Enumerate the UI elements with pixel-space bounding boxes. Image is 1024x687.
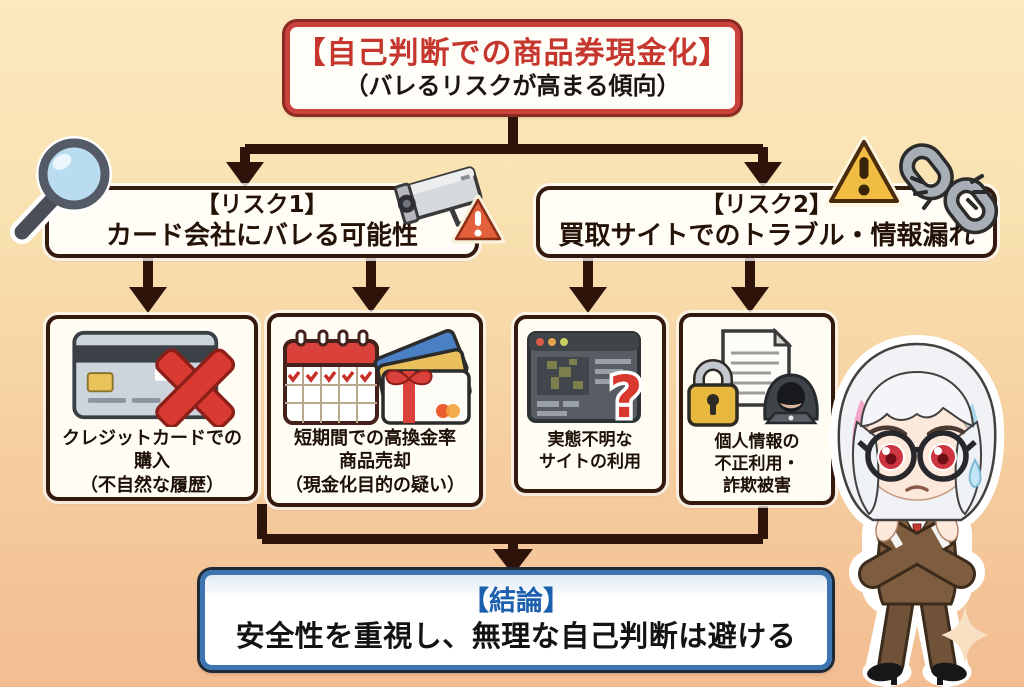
magnifying-glass-icon: [10, 136, 112, 244]
item-caption-line: 個人情報の: [714, 432, 800, 452]
warning-triangle-icon: [824, 136, 904, 207]
broken-chain-icon: [899, 143, 998, 235]
credit-card-x-icon: [72, 330, 236, 427]
conclusion-title: 【結論】: [462, 585, 570, 617]
main-title-box: 【自己判断での商品券現金化】 （バレるリスクが高まる傾向）: [285, 22, 740, 114]
risk2-description: 買取サイトでのトラブル・情報漏れ: [558, 220, 975, 251]
risk2-item-identity-theft-box: 個人情報の 不正利用・ 詐欺被害: [679, 313, 835, 505]
chibi-businesswoman-crossed-arms: [829, 334, 1005, 687]
item-caption-line: 不正利用・: [714, 454, 800, 475]
item-caption-line: クレジットカードでの: [62, 427, 242, 449]
main-title: 【自己判断での商品券現金化】: [295, 35, 730, 71]
item-caption-line: 商品売却: [339, 451, 411, 473]
padlock-hacker-icon: [687, 327, 819, 427]
conclusion-text: 安全性を重視し、無理な自己判断は避ける: [235, 619, 797, 654]
risk1-description: カード会社にバレる可能性: [105, 220, 418, 251]
risk2-title: 【リスク2】: [700, 191, 832, 218]
conclusion-box: 【結論】 安全性を重視し、無理な自己判断は避ける: [200, 570, 832, 670]
item-caption-line: 短期間での高換金率: [294, 428, 456, 449]
security-camera-icon: [394, 166, 483, 227]
item-caption-line: 実態不明な: [547, 430, 633, 450]
item-caption-line: サイトの利用: [539, 452, 641, 473]
item-caption-line: （不自然な履歴）: [80, 474, 224, 496]
svg-text:?: ?: [609, 363, 643, 429]
item-caption-line: 購入: [134, 451, 170, 473]
main-subtitle: （バレるリスクが高まる傾向）: [344, 72, 681, 101]
risk1-title: 【リスク1】: [196, 191, 328, 218]
sparkle-icon: [941, 605, 989, 665]
item-caption-line: 詐欺被害: [723, 476, 791, 497]
risk1-item-quick-resale-box: 短期間での高換金率 商品売却 （現金化目的の疑い）: [267, 313, 483, 507]
warning-triangle-icon: [450, 194, 506, 244]
risk2-item-unknown-site-box: ? 実態不明な サイトの利用: [514, 315, 666, 493]
risk2-box: 【リスク2】 買取サイトでのトラブル・情報漏れ: [536, 186, 997, 258]
suspicious-website-icon: ?: [527, 331, 646, 429]
item-caption-line: （現金化目的の疑い）: [285, 474, 465, 496]
calendar-giftcards-icon: [283, 329, 472, 425]
risk1-item-credit-card-box: クレジットカードでの 購入 （不自然な履歴）: [46, 315, 258, 501]
